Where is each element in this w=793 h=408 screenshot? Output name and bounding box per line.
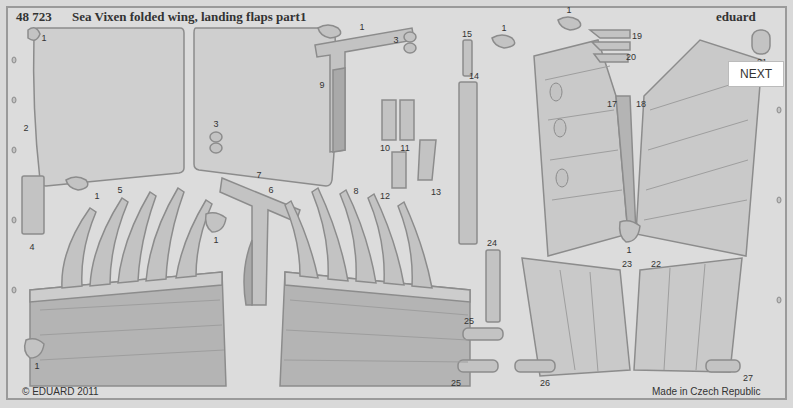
fret-text: eduard <box>716 12 756 22</box>
callout-number: 1 <box>359 22 364 32</box>
callout-number: 22 <box>651 259 661 269</box>
callout-number: 3 <box>213 119 218 129</box>
callout-number: 11 <box>400 143 409 153</box>
callout-number: 14 <box>469 71 479 81</box>
callout-number: 15 <box>462 29 472 39</box>
callout-number: 26 <box>540 378 550 388</box>
fret-text: © EDUARD 2011 <box>22 387 99 397</box>
button-text: NEXT <box>740 67 772 81</box>
next-button: NEXT <box>728 61 784 87</box>
callout-number: 1 <box>626 245 631 255</box>
callout-number: 3 <box>393 35 398 45</box>
callout-number: 25 <box>451 378 461 388</box>
fret-text: 48 723 <box>16 12 52 22</box>
callout-number: 20 <box>626 52 636 62</box>
callout-number: 17 <box>607 99 617 109</box>
callout-number: 4 <box>29 242 34 252</box>
callout-number: 24 <box>487 238 497 248</box>
callout-number: 8 <box>353 186 358 196</box>
callout-number: 27 <box>743 373 753 383</box>
callout-number: 13 <box>431 187 441 197</box>
callout-number: 1 <box>501 23 506 33</box>
callout-number: 19 <box>632 31 642 41</box>
callout-number: 2 <box>23 123 28 133</box>
fret-title: Sea Vixen folded wing, landing flaps par… <box>72 12 306 22</box>
callout-number: 25 <box>464 316 474 326</box>
callout-number: 1 <box>34 361 39 371</box>
callout-number: 12 <box>380 191 390 201</box>
callout-number: 1 <box>213 235 218 245</box>
callout-number: 5 <box>117 185 122 195</box>
callout-number: 10 <box>380 143 390 153</box>
callout-number: 1 <box>566 5 571 15</box>
callout-number: 9 <box>319 80 324 90</box>
callout-number: 18 <box>636 99 646 109</box>
callout-number: 1 <box>94 191 99 201</box>
callout-number: 7 <box>256 170 261 180</box>
callout-number: 1 <box>41 33 46 43</box>
callout-number: 6 <box>268 185 273 195</box>
fret-text: Made in Czech Republic <box>652 387 760 397</box>
callout-number: 23 <box>622 259 632 269</box>
